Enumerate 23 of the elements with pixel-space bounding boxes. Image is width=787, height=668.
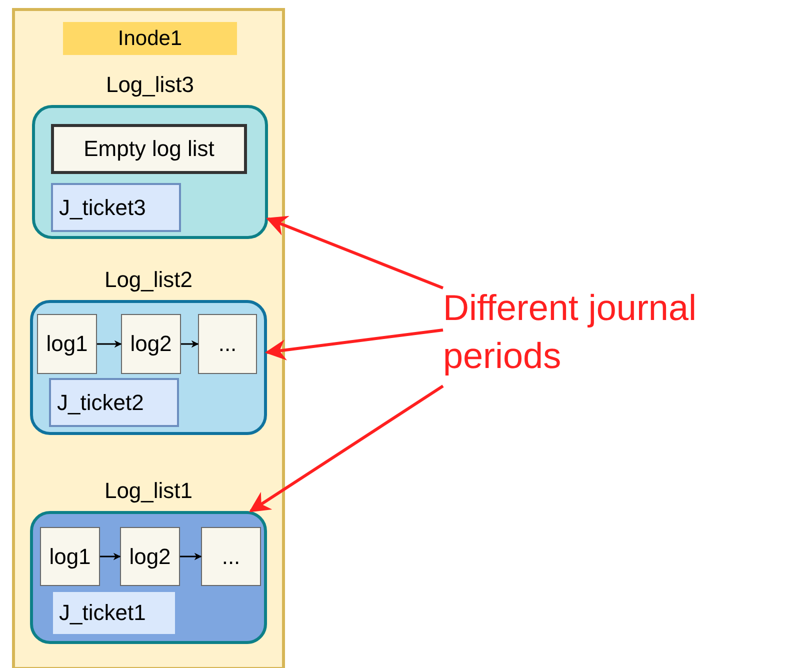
arrow xyxy=(180,552,202,560)
arrow xyxy=(97,340,122,348)
log-box: log1 xyxy=(37,314,97,374)
log-box: ... xyxy=(201,527,261,586)
empty-log-list-box: Empty log list xyxy=(51,124,247,174)
log-box: log2 xyxy=(121,314,181,374)
annotation-arrow xyxy=(266,216,444,290)
ticket-box: J_ticket2 xyxy=(49,378,179,427)
inode-title: Inode1 xyxy=(63,22,237,55)
list-heading: Log_list1 xyxy=(103,477,194,505)
annotation-text: Different journal periods xyxy=(443,286,698,378)
log-box: log1 xyxy=(40,527,100,586)
annotation-arrow xyxy=(264,328,444,360)
list-heading: Log_list3 xyxy=(104,71,196,99)
arrow xyxy=(100,552,121,560)
inode-panel xyxy=(12,8,285,668)
log-box: ... xyxy=(198,314,257,374)
list-heading: Log_list2 xyxy=(103,266,194,294)
ticket-box: J_ticket1 xyxy=(51,590,177,636)
arrow xyxy=(181,340,199,348)
annotation-arrow xyxy=(249,384,444,512)
ticket-box: J_ticket3 xyxy=(51,183,181,232)
log-box: log2 xyxy=(120,527,180,586)
